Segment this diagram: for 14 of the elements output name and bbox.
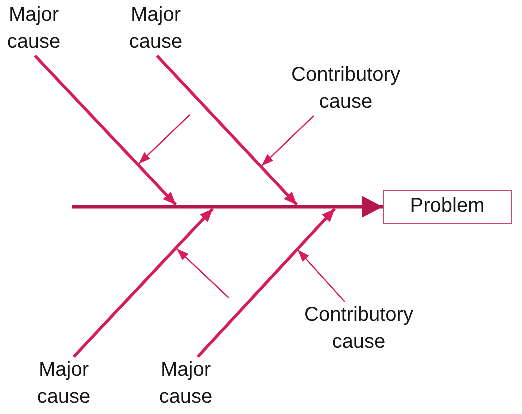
cause-label: Contributory cause [299,302,419,356]
cause-label: Contributory cause [286,62,406,116]
small-arrow [298,250,346,302]
cause-label: Major cause [32,357,96,411]
problem-box: Problem [383,190,512,224]
arrow [196,208,336,358]
arrow [34,54,178,206]
cause-label: Major cause [124,2,188,56]
arrow [72,208,214,358]
spine-arrow [72,196,383,218]
small-arrow [262,116,314,166]
arrow [156,54,298,206]
cause-label: Major cause [154,357,218,411]
cause-label: Major cause [2,2,66,56]
